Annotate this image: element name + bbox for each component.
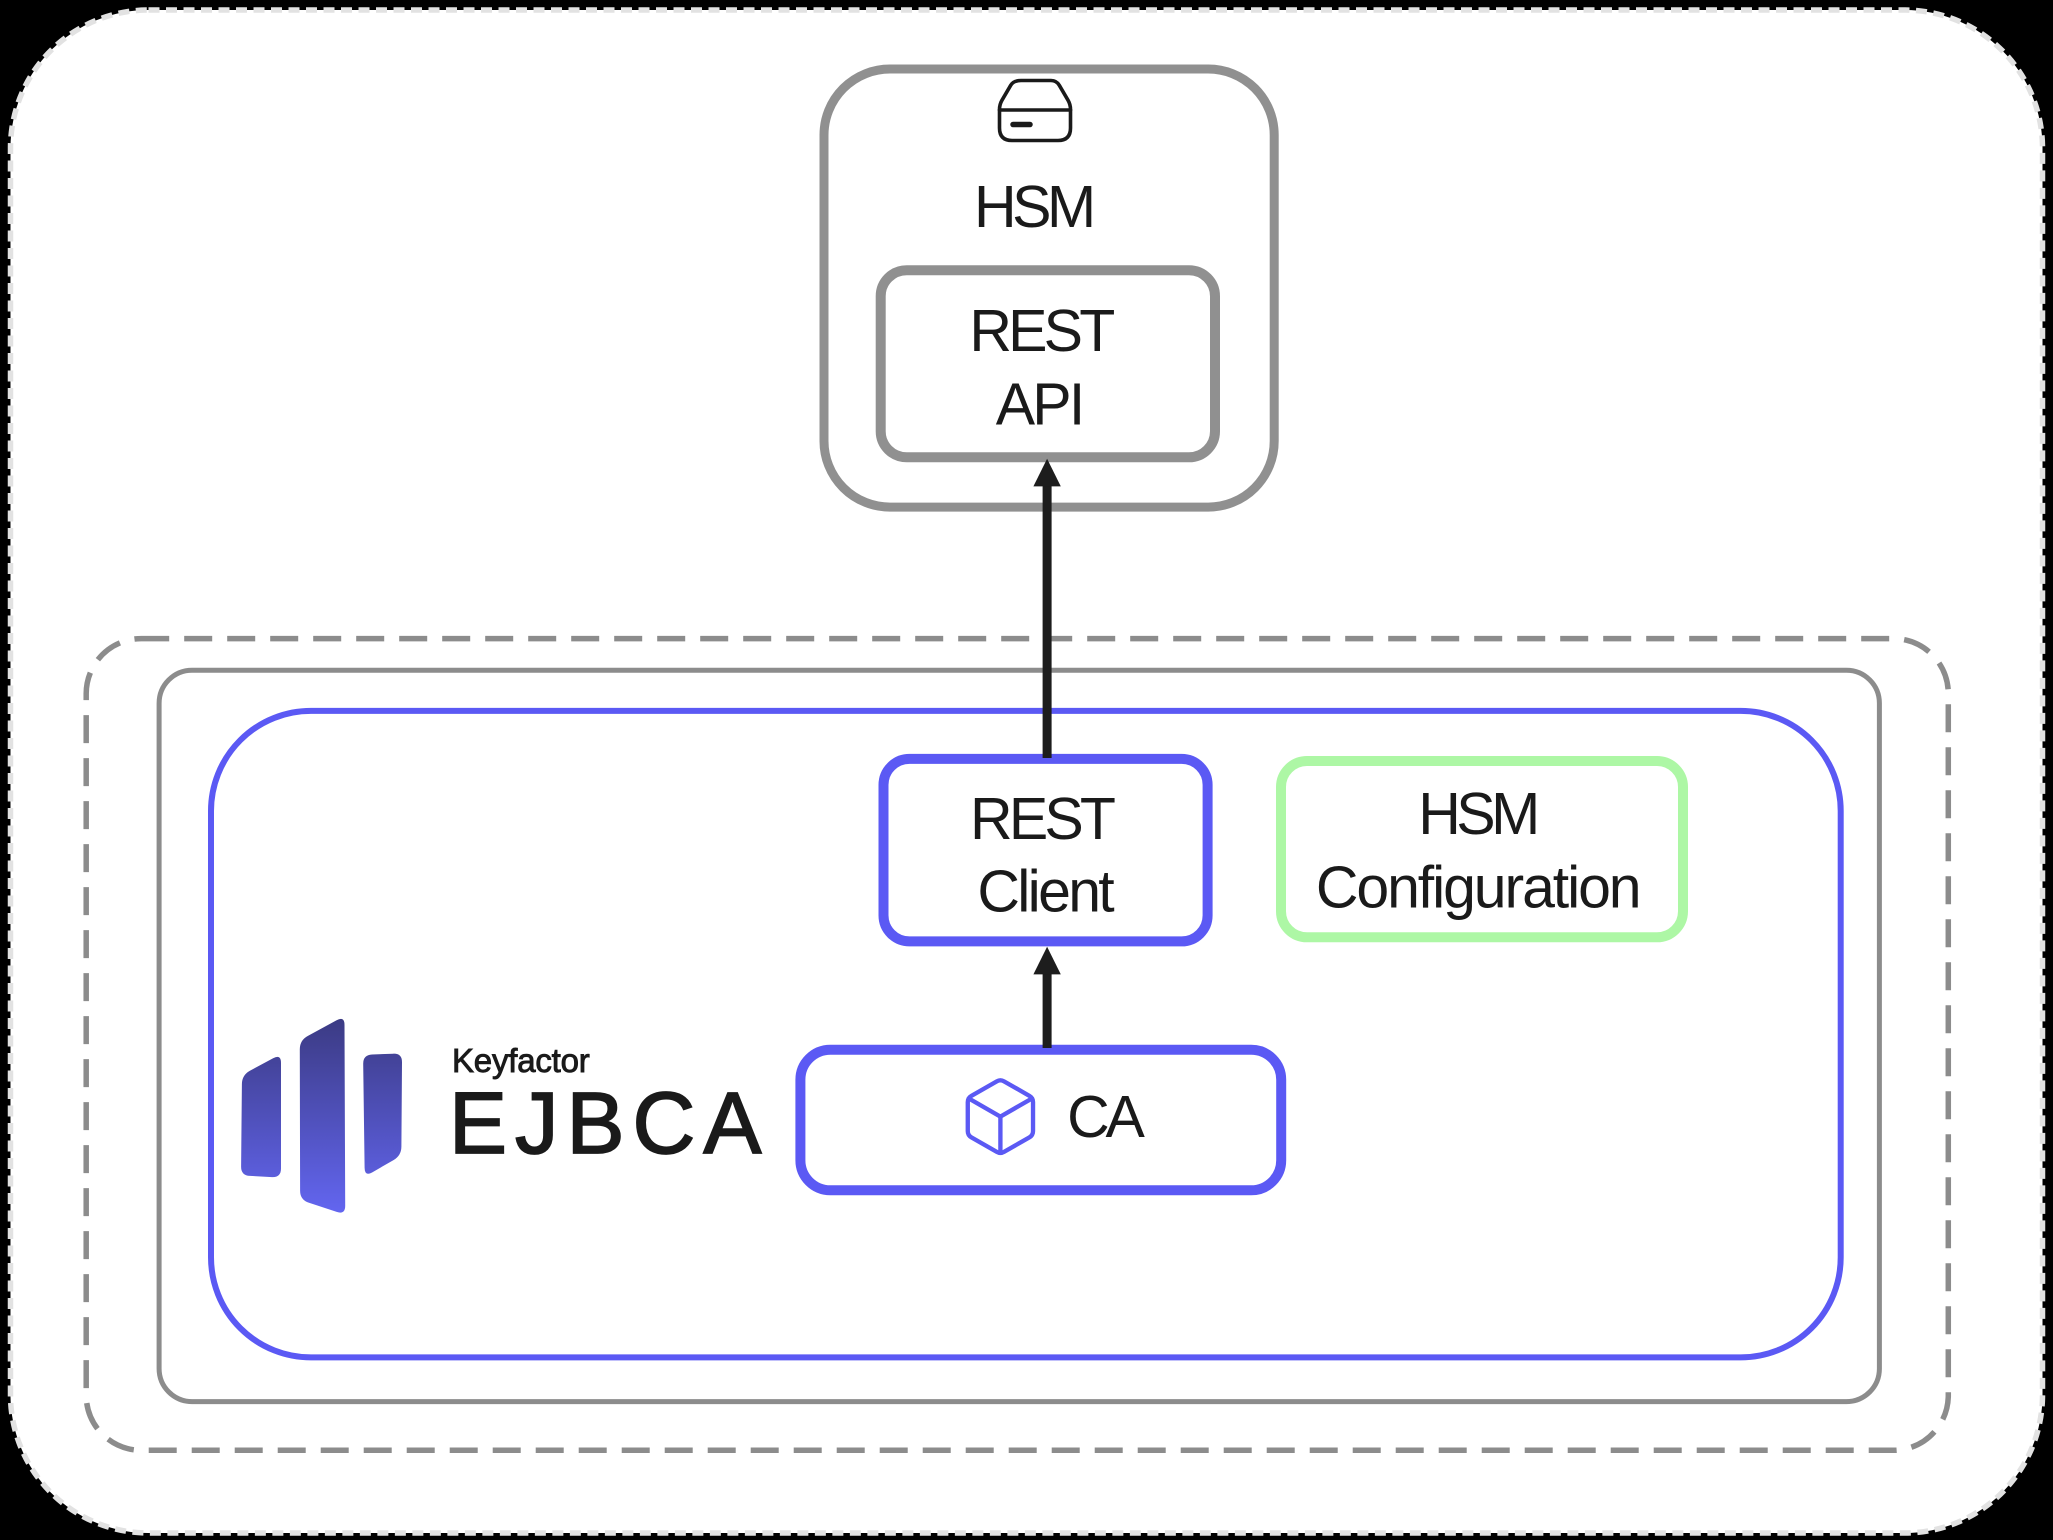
svg-text:EJBCA: EJBCA — [449, 1075, 769, 1172]
svg-text:HSM: HSM — [974, 174, 1092, 240]
svg-text:Keyfactor: Keyfactor — [452, 1042, 590, 1079]
svg-text:CA: CA — [1067, 1084, 1145, 1150]
svg-text:REST: REST — [970, 786, 1115, 852]
svg-text:Client: Client — [977, 859, 1114, 925]
svg-text:API: API — [996, 372, 1083, 438]
svg-text:REST: REST — [969, 298, 1114, 364]
svg-text:HSM: HSM — [1418, 781, 1536, 847]
svg-text:Configuration: Configuration — [1316, 855, 1640, 921]
